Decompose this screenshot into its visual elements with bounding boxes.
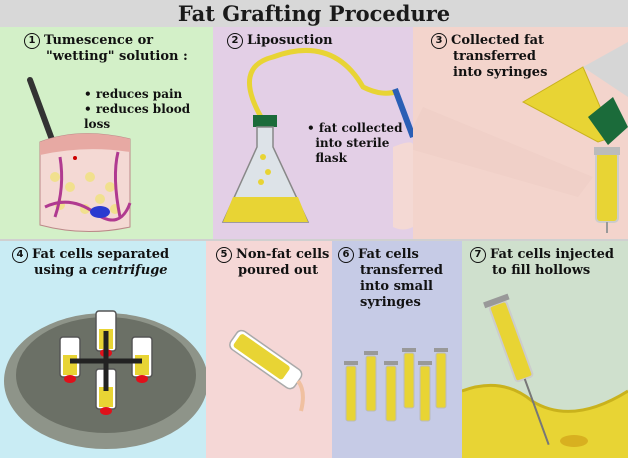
pouring-syringe-illustration <box>229 329 305 412</box>
page-title: Fat Grafting Procedure <box>0 0 628 27</box>
centrifuge-illustration <box>4 310 206 449</box>
step-2-number: 2 <box>227 33 243 49</box>
small-syringes-illustration <box>344 348 448 422</box>
step-1-bullets: • reduces pain • reduces blood loss <box>84 87 191 131</box>
skin-tissue-illustration-1 <box>27 77 132 232</box>
step-2-bullets: • fat collected into sterile flask <box>307 121 403 165</box>
injection-illustration <box>462 293 628 458</box>
fat-transfer-illustration <box>413 42 628 233</box>
suction-flask-illustration <box>221 48 413 230</box>
